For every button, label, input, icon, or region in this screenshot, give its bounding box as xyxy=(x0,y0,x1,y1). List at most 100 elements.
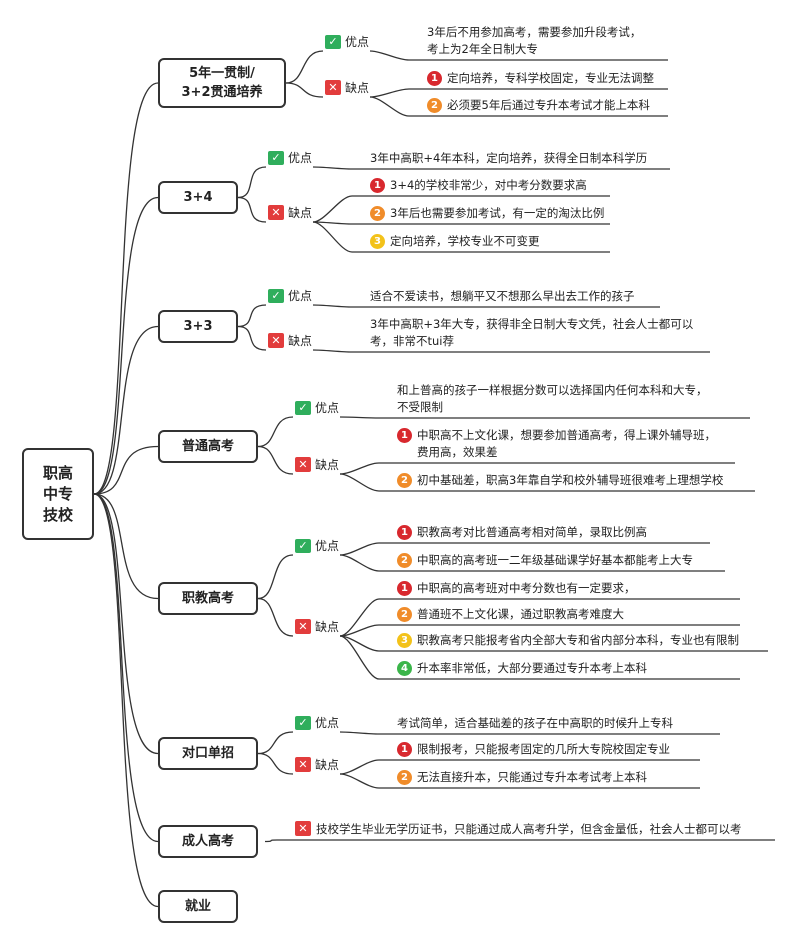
leaf-underline xyxy=(339,759,700,775)
branch-group-line xyxy=(257,445,294,475)
leaf-text: 职教高考只能报考省内全部大专和省内部分本科，专业也有限制 xyxy=(417,633,739,647)
cons-label: ✕ 缺点 xyxy=(268,332,312,349)
pros-label: ✓ 优点 xyxy=(295,399,339,416)
branch-node: 职教高考 xyxy=(158,582,258,615)
leaf-text: 3年后不用参加高考，需要参加升段考试， 考上为2年全日制大专 xyxy=(427,25,642,56)
leaf-text: 升本率非常低，大部分要通过专升本考上本科 xyxy=(417,661,647,675)
number-badge-icon: 2 xyxy=(370,206,385,221)
leaf-underline xyxy=(312,195,610,223)
check-icon: ✓ xyxy=(295,400,311,415)
number-badge-icon: 2 xyxy=(397,553,412,568)
cross-icon: ✕ xyxy=(325,80,341,95)
leaf-text: 适合不爱读书，想躺平又不想那么早出去工作的孩子 xyxy=(370,289,635,303)
leaf-item: 2 无法直接升本，只能通过专升本考试考上本科 xyxy=(397,769,647,786)
group-label-text: 缺点 xyxy=(288,334,313,348)
leaf-underline xyxy=(339,462,735,475)
leaf-text: 无法直接升本，只能通过专升本考试考上本科 xyxy=(417,770,647,784)
leaf-item: 1 中职高不上文化课，想要参加普通高考，得上课外辅导班， 费用高，效果差 xyxy=(397,427,716,461)
leaf-text: 3年中高职+4年本科，定向培养，获得全日制本科学历 xyxy=(370,151,648,165)
root-branch-line xyxy=(93,493,159,843)
branch-group-line xyxy=(237,196,267,223)
number-badge-icon: 3 xyxy=(370,234,385,249)
group-label-text: 缺点 xyxy=(315,458,340,472)
leaf-underline xyxy=(312,166,670,170)
cross-icon: ✕ xyxy=(268,333,284,348)
branch-group-line xyxy=(257,752,294,775)
root-node: 职高 中专 技校 xyxy=(22,448,94,540)
branch-node: 5年一贯制/ 3+2贯通培养 xyxy=(158,58,286,108)
root-branch-line xyxy=(93,196,159,495)
branch-group-line xyxy=(285,50,324,84)
cross-icon: ✕ xyxy=(295,457,311,472)
pros-label: ✓优点 xyxy=(268,149,312,166)
root-branch-line xyxy=(93,82,159,495)
leaf-text: 普通班不上文化课，通过职教高考难度大 xyxy=(417,607,624,621)
leaf-item: 1 3+4的学校非常少，对中考分数要求高 xyxy=(370,177,587,194)
leaf-item: 和上普高的孩子一样根据分数可以选择国内任何本科和大专， 不受限制 xyxy=(397,382,708,416)
leaf-text: 中职高不上文化课，想要参加普通高考，得上课外辅导班， 费用高，效果差 xyxy=(417,428,716,459)
leaf-text: 3+4的学校非常少，对中考分数要求高 xyxy=(390,178,587,192)
number-badge-icon: 2 xyxy=(397,770,412,785)
leaf-item: 4 升本率非常低，大部分要通过专升本考上本科 xyxy=(397,660,647,677)
root-branch-line xyxy=(93,493,159,600)
branch-node: 3+3 xyxy=(158,310,238,343)
leaf-text: 考试简单，适合基础差的孩子在中高职的时候升上专科 xyxy=(397,716,673,730)
leaf-text: 技校学生毕业无学历证书，只能通过成人高考升学，但含金量低，社会人士都可以考 xyxy=(316,822,742,836)
cons-label: ✕ 缺点 xyxy=(268,204,312,221)
leaf-underline xyxy=(339,635,740,680)
leaf-item: 3年中高职+4年本科，定向培养，获得全日制本科学历 xyxy=(370,150,647,167)
leaf-text: 初中基础差，职高3年靠自学和校外辅导班很难考上理想学校 xyxy=(417,473,724,487)
branch-group-line xyxy=(257,416,294,448)
number-badge-icon: 1 xyxy=(397,742,412,757)
leaf-text: 定向培养，学校专业不可变更 xyxy=(390,234,540,248)
number-badge-icon: 2 xyxy=(397,607,412,622)
leaf-item: 3年后不用参加高考，需要参加升段考试， 考上为2年全日制大专 xyxy=(427,24,641,58)
group-label-text: 缺点 xyxy=(345,81,370,95)
number-badge-icon: 1 xyxy=(397,428,412,443)
cross-icon: ✕ xyxy=(268,205,284,220)
leaf-underline xyxy=(339,554,725,572)
check-icon: ✓ xyxy=(325,34,341,49)
leaf-underline xyxy=(312,304,660,308)
branch-group-line xyxy=(257,554,294,600)
branch-group-line xyxy=(257,597,294,637)
leaf-item: 2 普通班不上文化课，通过职教高考难度大 xyxy=(397,606,624,623)
cross-icon: ✕ xyxy=(295,619,311,634)
pros-label: ✓优点 xyxy=(325,33,369,50)
pros-label: ✓优点 xyxy=(268,287,312,304)
number-badge-icon: 1 xyxy=(397,525,412,540)
leaf-text: 和上普高的孩子一样根据分数可以选择国内任何本科和大专， 不受限制 xyxy=(397,383,708,414)
leaf-item: 3 职教高考只能报考省内全部大专和省内部分本科，专业也有限制 xyxy=(397,632,739,649)
leaf-item: 适合不爱读书，想躺平又不想那么早出去工作的孩子 xyxy=(370,288,635,305)
leaf-text: 定向培养，专科学校固定，专业无法调整 xyxy=(447,71,654,85)
number-badge-icon: 4 xyxy=(397,661,412,676)
leaf-text: 中职高的高考班对中考分数也有一定要求， xyxy=(417,581,636,595)
leaf-item: ✕技校学生毕业无学历证书，只能通过成人高考升学，但含金量低，社会人士都可以考 xyxy=(295,821,742,838)
check-icon: ✓ xyxy=(268,288,284,303)
leaf-underline xyxy=(339,473,755,492)
branch-node: 成人高考 xyxy=(158,825,258,858)
root-branch-line xyxy=(93,493,159,755)
branch-group-line xyxy=(237,166,267,199)
number-badge-icon: 3 xyxy=(397,633,412,648)
number-badge-icon: 1 xyxy=(370,178,385,193)
number-badge-icon: 2 xyxy=(427,98,442,113)
leaf-underline xyxy=(339,773,700,789)
number-badge-icon: 1 xyxy=(397,581,412,596)
group-label-text: 优点 xyxy=(315,401,340,415)
leaf-text: 3年后也需要参加考试，有一定的淘汰比例 xyxy=(390,206,605,220)
cons-label: ✕缺点 xyxy=(295,618,339,635)
leaf-underline xyxy=(312,221,610,225)
cross-icon: ✕ xyxy=(295,757,311,772)
group-label-text: 缺点 xyxy=(288,206,313,220)
branch-group-line xyxy=(257,731,294,755)
branch-node: 3+4 xyxy=(158,181,238,214)
leaf-underline xyxy=(369,50,668,61)
branch-group-line xyxy=(237,325,267,351)
root-branch-line xyxy=(93,325,159,495)
leaf-underline xyxy=(339,635,768,652)
